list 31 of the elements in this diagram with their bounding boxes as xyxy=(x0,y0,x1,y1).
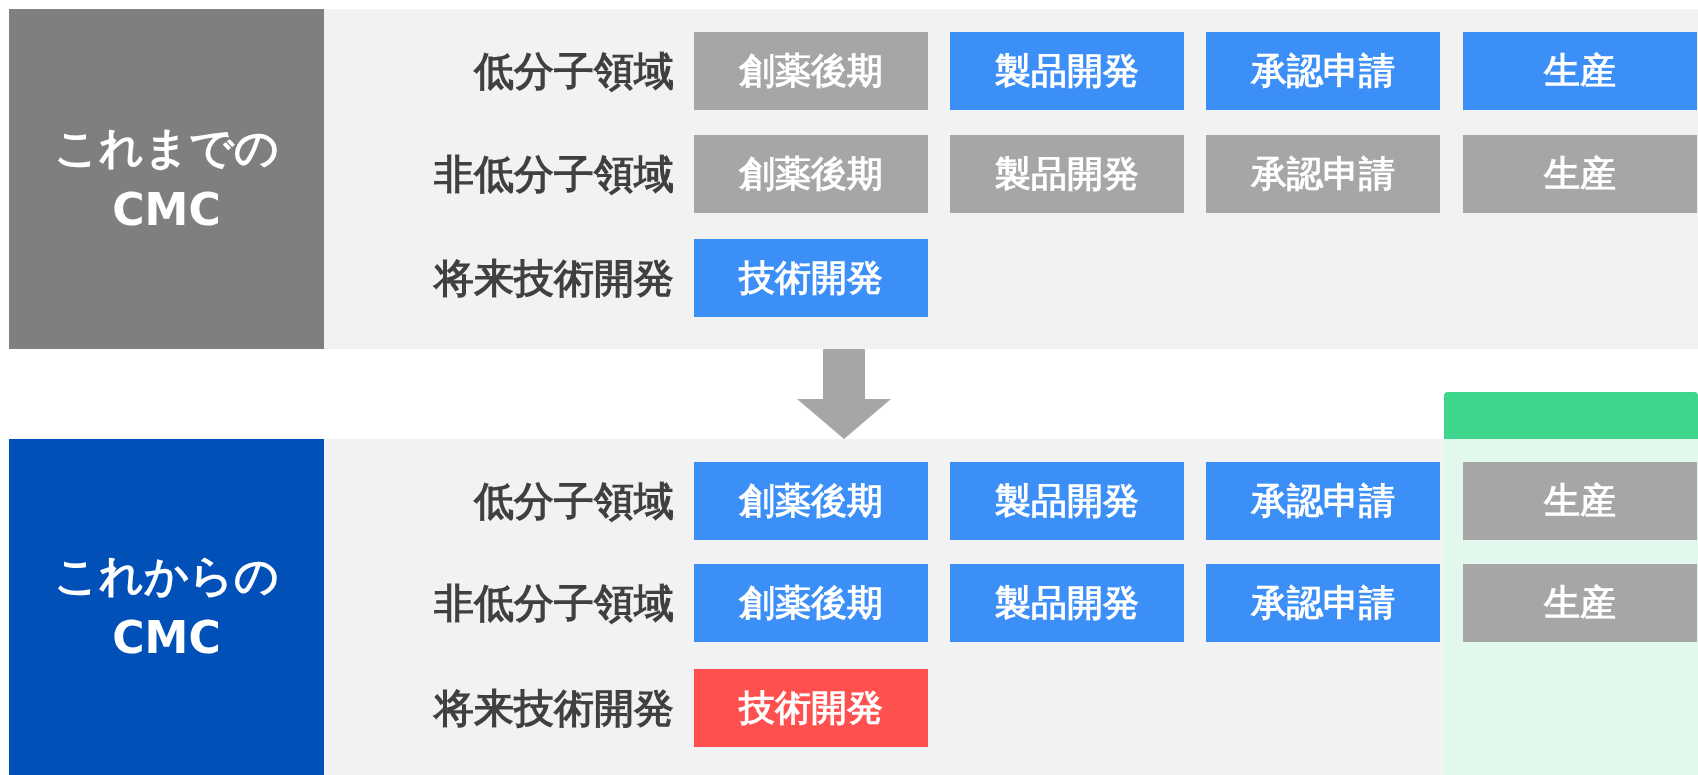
process-box: 生産 xyxy=(1463,32,1697,110)
process-box: 承認申請 xyxy=(1206,32,1440,110)
process-box: 創薬後期 xyxy=(694,564,928,642)
process-box: 創薬後期 xyxy=(694,135,928,213)
section-panel xyxy=(324,9,1698,349)
header-bar xyxy=(1444,392,1698,439)
process-box: 製品開発 xyxy=(950,564,1184,642)
process-box: 生産 xyxy=(1463,135,1697,213)
process-box: 生産 xyxy=(1463,564,1697,642)
row-label: 非低分子領域 xyxy=(434,579,674,628)
process-box: 製品開発 xyxy=(950,135,1184,213)
process-box: 製品開発 xyxy=(950,462,1184,540)
process-box: 承認申請 xyxy=(1206,462,1440,540)
section-label-box: これまでのCMC xyxy=(9,9,324,349)
row-label: 低分子領域 xyxy=(474,47,674,96)
row-label: 将来技術開発 xyxy=(434,684,674,733)
row-label: 低分子領域 xyxy=(474,477,674,526)
process-box: 承認申請 xyxy=(1206,564,1440,642)
row-label: 将来技術開発 xyxy=(434,254,674,303)
process-box: 製品開発 xyxy=(950,32,1184,110)
process-box: 技術開発 xyxy=(694,239,928,317)
process-box: 生産 xyxy=(1463,462,1697,540)
process-box: 技術開発 xyxy=(694,669,928,747)
column-panel xyxy=(1444,439,1698,775)
process-box: 創薬後期 xyxy=(694,32,928,110)
arrow xyxy=(797,349,891,439)
section-label-box: これからのCMC xyxy=(9,439,324,775)
row-label: 非低分子領域 xyxy=(434,150,674,199)
section-panel xyxy=(324,439,1698,775)
process-box: 創薬後期 xyxy=(694,462,928,540)
process-box: 承認申請 xyxy=(1206,135,1440,213)
